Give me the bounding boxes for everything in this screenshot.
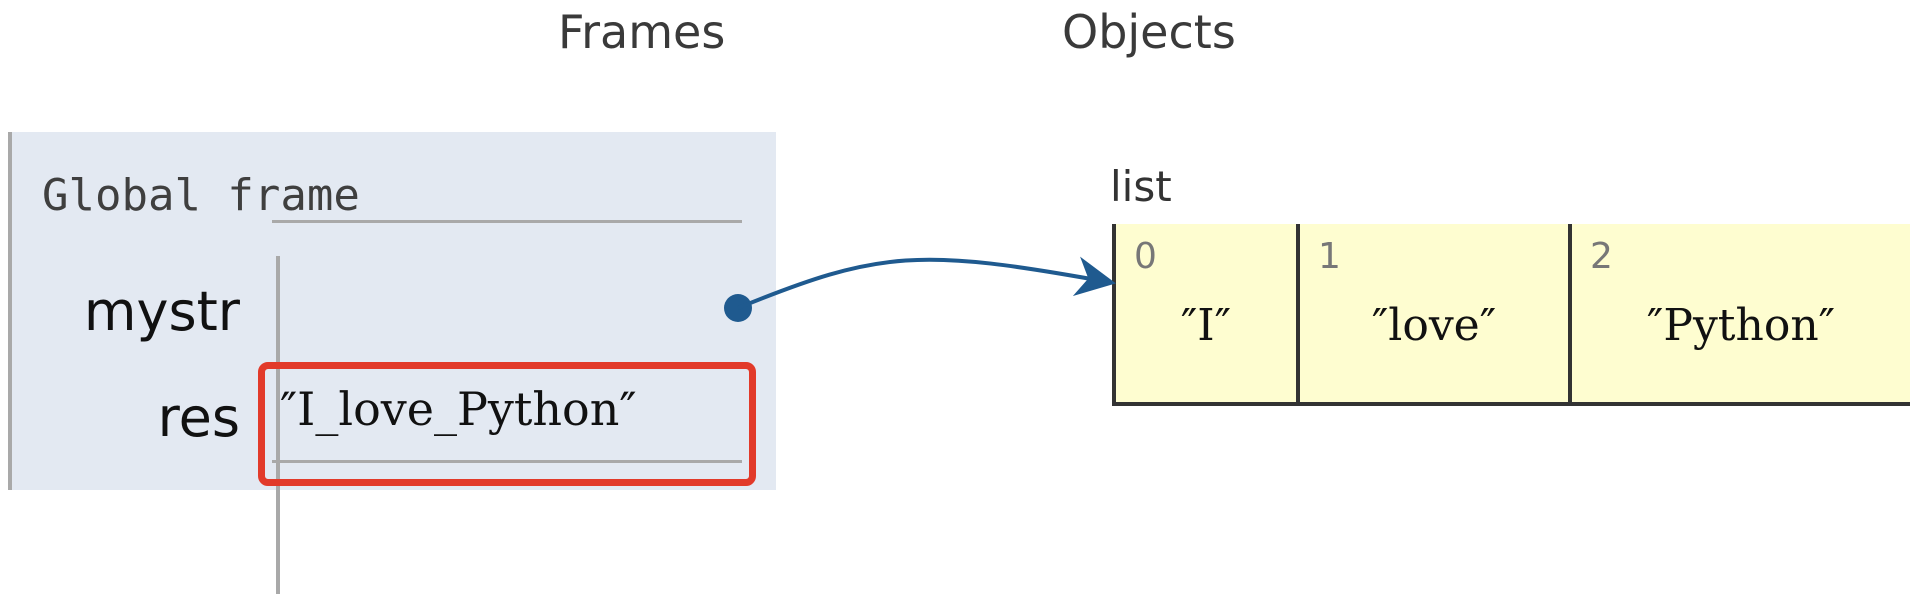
- list-value-0: ″I″: [1180, 300, 1232, 351]
- list-cell-1: 1 ″love″: [1300, 224, 1572, 402]
- objects-header: Objects: [1062, 5, 1236, 59]
- frame-title: Global frame: [42, 170, 360, 221]
- list-object: 0 ″I″ 1 ″love″ 2 ″Python″: [1112, 224, 1910, 406]
- variable-value-res: ″I_love_Python″: [280, 382, 637, 436]
- global-frame: Global frame mystr res: [8, 132, 776, 594]
- list-index-2: 2: [1590, 236, 1613, 277]
- variable-divider: [276, 256, 280, 594]
- pointer-arrow-path: [737, 256, 1116, 310]
- list-value-1: ″love″: [1371, 300, 1497, 351]
- highlight-box: [258, 362, 756, 486]
- list-index-0: 0: [1134, 236, 1157, 277]
- mystr-cell-underline: [272, 220, 742, 223]
- variable-name-mystr: mystr: [83, 280, 240, 343]
- pointer-dot: [724, 294, 752, 322]
- frames-header: Frames: [558, 5, 726, 59]
- list-value-2: ″Python″: [1646, 300, 1836, 351]
- res-cell-underline: [272, 460, 742, 463]
- list-index-1: 1: [1318, 236, 1341, 277]
- list-type-label: list: [1110, 162, 1172, 211]
- list-cell-0: 0 ″I″: [1116, 224, 1300, 402]
- list-cell-2: 2 ″Python″: [1572, 224, 1910, 402]
- variable-name-res: res: [157, 386, 240, 449]
